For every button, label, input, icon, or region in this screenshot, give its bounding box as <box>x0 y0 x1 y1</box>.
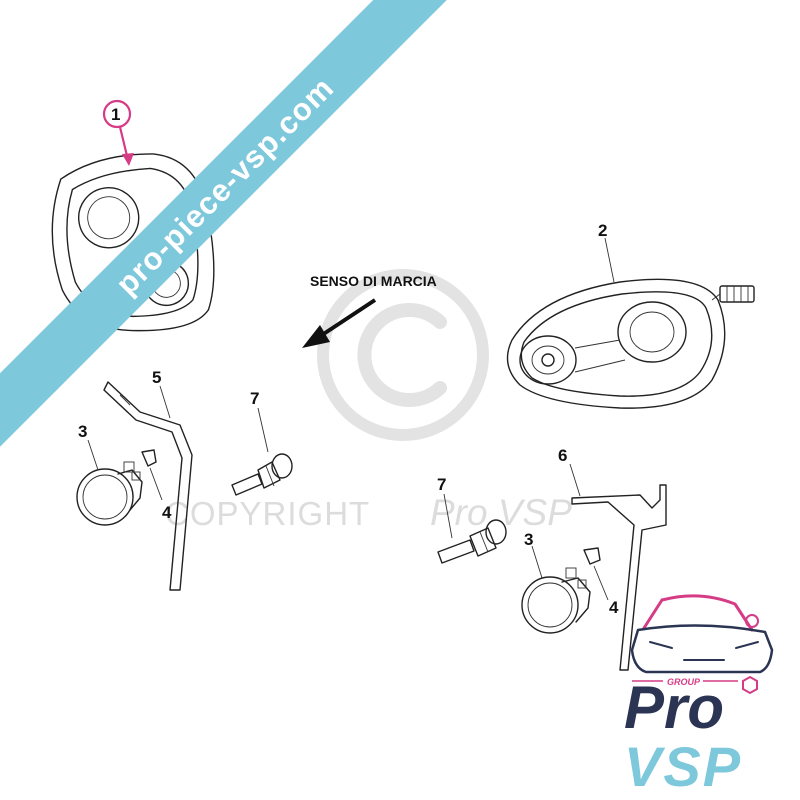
callout-1-number: 1 <box>111 105 120 124</box>
watermark-brand-text: Pro VSP <box>430 492 572 533</box>
part-3-fog-lamp-left <box>76 461 143 526</box>
callout-1-circle <box>102 99 132 129</box>
watermark-copyright-text: COPYRIGHT <box>165 495 370 532</box>
part-3-fog-lamp-right <box>521 567 591 634</box>
callout-5-number: 5 <box>152 368 161 387</box>
callout-5-leader <box>159 385 171 419</box>
callout-4a-leader <box>149 467 163 501</box>
copyright-circle-icon <box>317 269 489 441</box>
callout-3a-number: 3 <box>78 422 87 441</box>
callout-7b-leader <box>443 493 453 539</box>
logo-vsp-text: VSP <box>624 735 742 798</box>
part-7-bulb-right <box>437 519 507 564</box>
callout-4b-number: 4 <box>609 598 619 617</box>
callout-3a-leader <box>87 439 99 471</box>
logo-group-text: GROUP <box>667 677 701 687</box>
watermark-banner <box>0 0 479 449</box>
part-4-clip-left <box>141 449 157 467</box>
callout-7b-number: 7 <box>437 475 446 494</box>
callout-4b-leader <box>593 565 609 601</box>
callout-7a-leader <box>257 407 269 453</box>
car-outline-icon <box>630 594 774 674</box>
part-7-bulb-left <box>231 453 293 496</box>
callout-6-leader <box>569 463 581 497</box>
logo-pro-text: Pro <box>624 674 724 741</box>
callout-3b-leader <box>531 545 543 579</box>
part-4-clip-right <box>583 547 601 565</box>
direction-arrow-icon <box>302 298 377 348</box>
callout-7a-number: 7 <box>250 389 259 408</box>
callout-2-leader <box>604 237 615 283</box>
part-5-bracket <box>103 381 193 591</box>
callout-2-number: 2 <box>598 221 607 240</box>
callout-6-number: 6 <box>558 446 567 465</box>
callout-4a-number: 4 <box>162 503 172 522</box>
part-6-bracket <box>571 484 667 671</box>
logo-hex-icon <box>742 675 758 695</box>
part-2-headlight <box>506 278 755 409</box>
callout-3b-number: 3 <box>524 530 533 549</box>
callout-1-arrowhead <box>122 153 134 166</box>
direction-label: SENSO DI MARCIA <box>310 273 437 289</box>
